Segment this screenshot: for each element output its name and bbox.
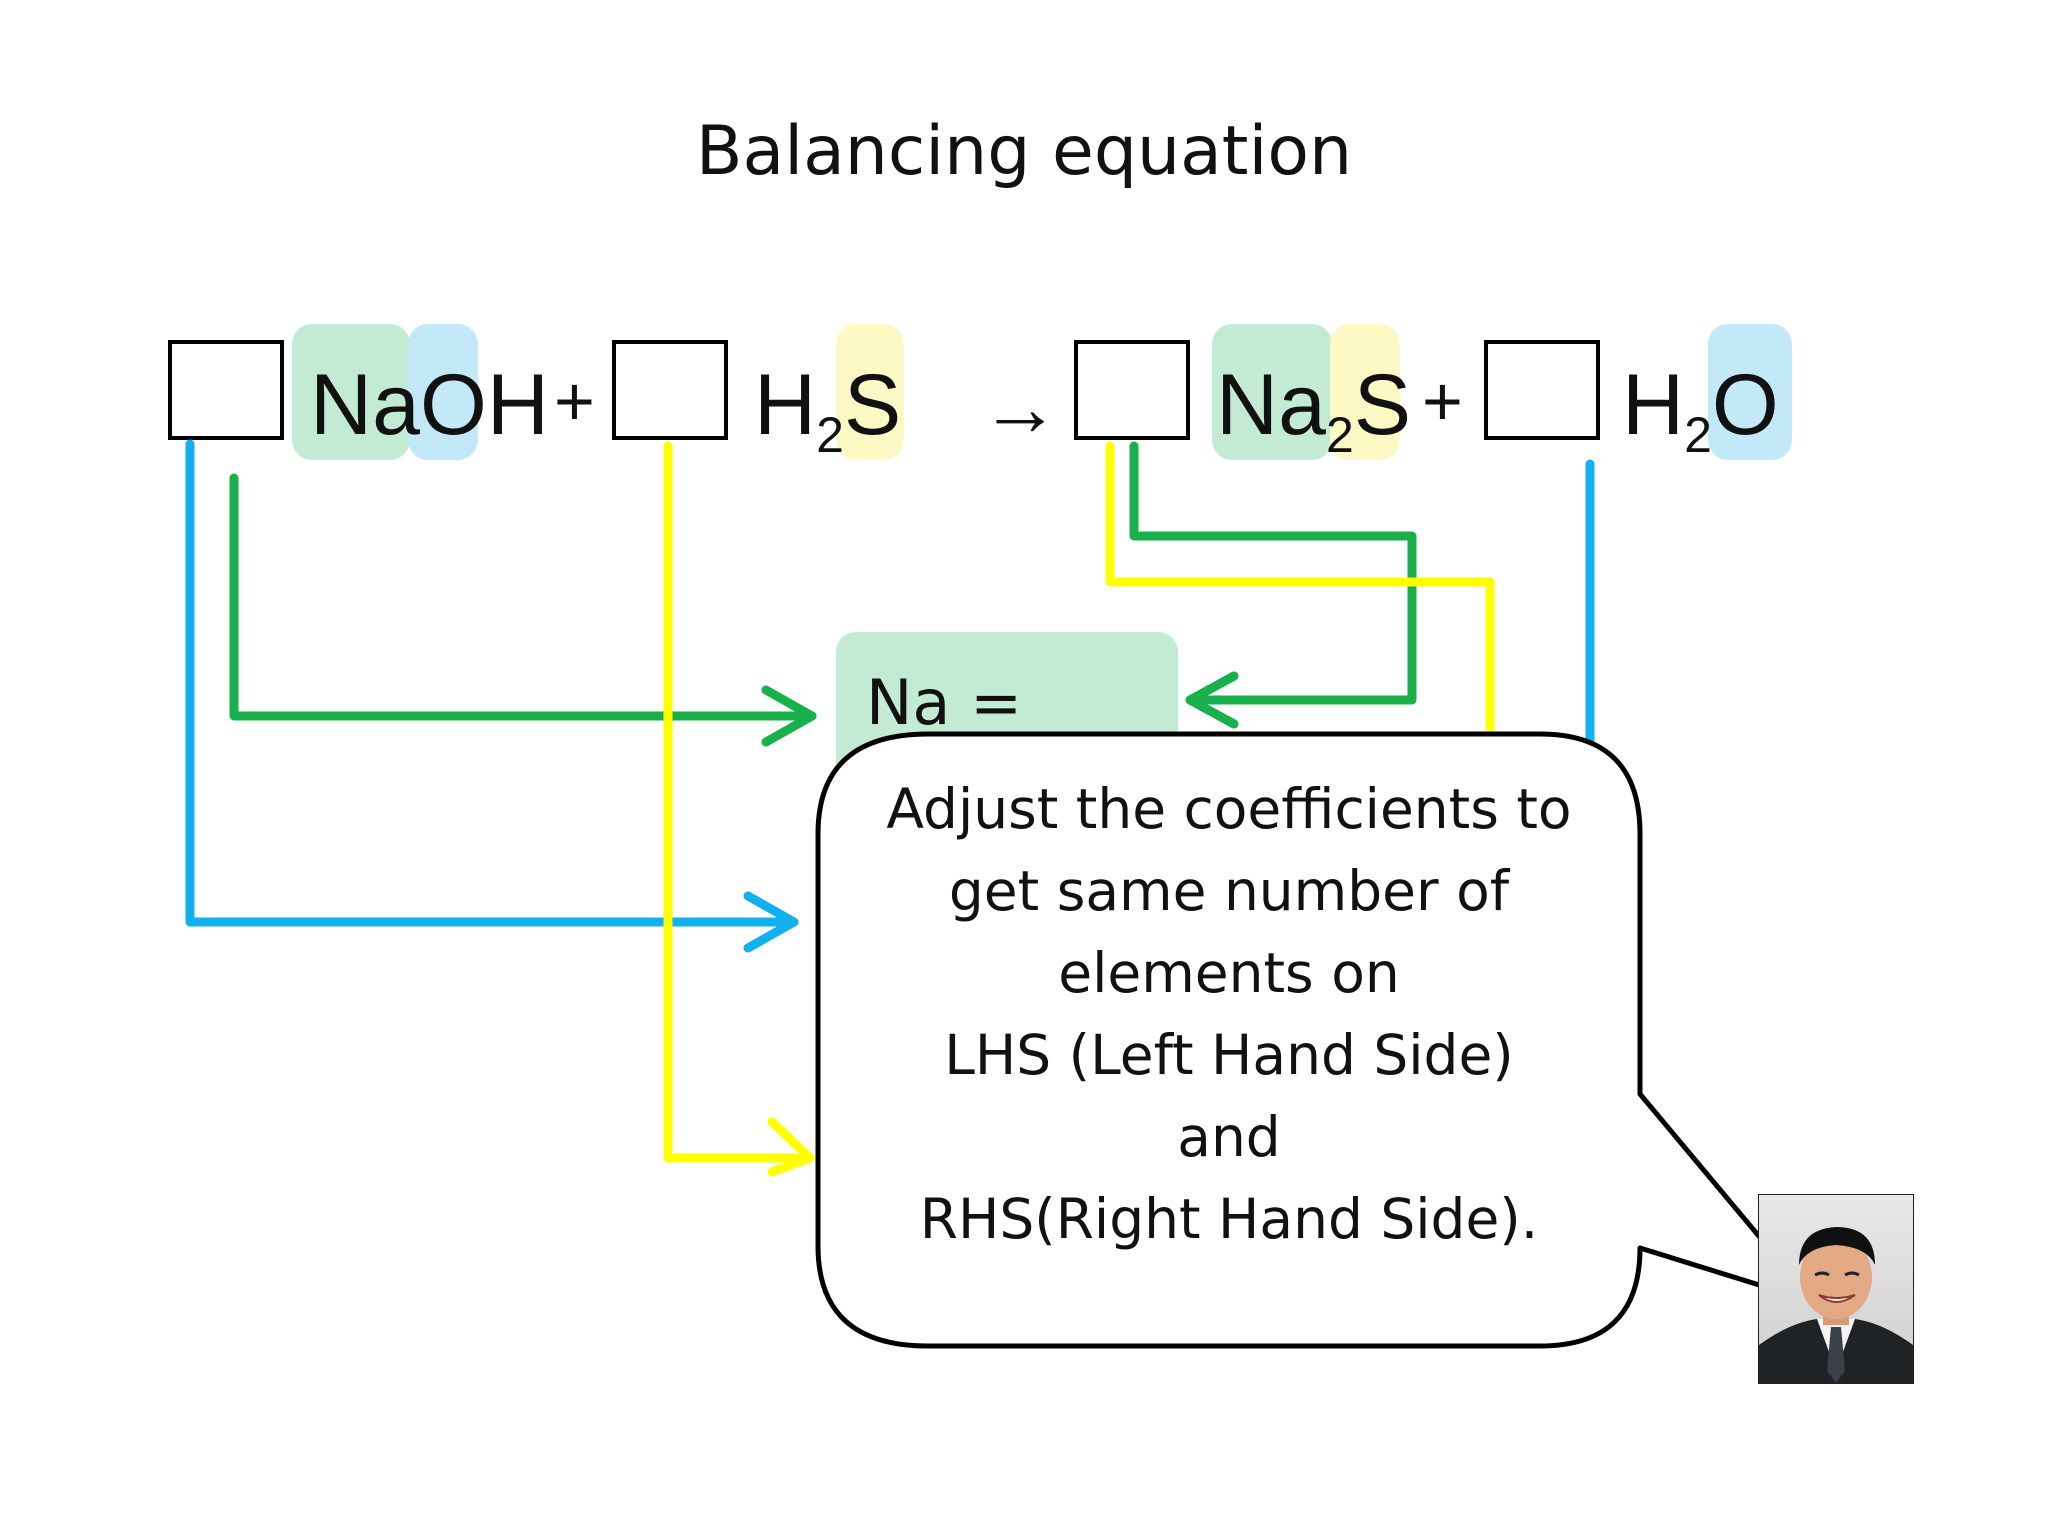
sodium-highlight-naoh [292, 324, 410, 460]
naoh-o: O [419, 357, 487, 453]
formula-h2s: H2S [754, 362, 901, 460]
na2s-s: S [1353, 357, 1412, 453]
presenter-photo [1758, 1194, 1914, 1384]
bubble-line-1: Adjust the coefficients to [886, 777, 1572, 841]
yellow-line-h2s [663, 441, 815, 1163]
slide-title: Balancing equation [695, 112, 1353, 191]
h2s-s: S [843, 357, 902, 453]
yellow-arrowhead [767, 1117, 815, 1177]
na2s-subscript: 2 [1325, 407, 1354, 463]
green-line-naoh [229, 473, 817, 721]
naoh-na: Na [310, 357, 420, 453]
h2o-h: H [1622, 357, 1685, 453]
coefficient-box-naoh[interactable] [168, 340, 284, 440]
bubble-text: Adjust the coefficients to get same numb… [818, 768, 1640, 1260]
coefficient-box-h2s[interactable] [612, 340, 728, 440]
h2s-subscript: 2 [816, 407, 844, 463]
green-arrowhead-left [761, 685, 817, 747]
blue-line-naoh [185, 439, 799, 927]
plus-sign-2: + [1422, 362, 1463, 440]
h2s-h: H [754, 357, 817, 453]
blue-arrowhead [743, 891, 799, 953]
coefficient-box-h2o[interactable] [1484, 340, 1600, 440]
green-line-na2s [1129, 441, 1417, 705]
formula-naoh: NaOH [310, 362, 549, 448]
presenter-avatar-icon [1759, 1227, 1913, 1383]
coefficient-box-na2s[interactable] [1074, 340, 1190, 440]
green-arrowhead-right [1185, 671, 1239, 729]
h2o-subscript: 2 [1684, 407, 1712, 463]
bubble-line-3: elements on [1058, 941, 1400, 1005]
formula-na2s: Na2S [1216, 362, 1411, 460]
sulfur-highlight-h2s [836, 324, 904, 460]
plus-sign-1: + [554, 362, 595, 440]
na2s-na: Na [1216, 357, 1326, 453]
reaction-arrow: → [980, 363, 1060, 452]
bubble-line-5: and [1177, 1105, 1281, 1169]
oxygen-highlight-h2o [1708, 324, 1792, 460]
bubble-line-6: RHS(Right Hand Side). [919, 1187, 1539, 1251]
naoh-h: H [486, 357, 549, 453]
h2o-o: O [1711, 357, 1779, 453]
sulfur-highlight-na2s [1330, 324, 1400, 460]
sodium-highlight-na2s [1212, 324, 1332, 460]
yellow-line-na2s [1105, 441, 1495, 765]
formula-h2o: H2O [1622, 362, 1779, 460]
bubble-line-2: get same number of [948, 859, 1510, 923]
oxygen-highlight-naoh [408, 324, 478, 460]
sodium-count-label: Na = [866, 666, 1023, 739]
bubble-line-4: LHS (Left Hand Side) [944, 1023, 1514, 1087]
